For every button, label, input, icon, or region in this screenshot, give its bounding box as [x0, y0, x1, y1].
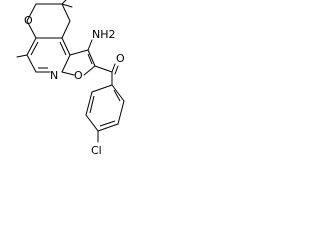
bond-ph-2 [117, 100, 125, 125]
methyl-bond-3 [16, 54, 28, 58]
bond-pyr-inner-3 [59, 41, 67, 56]
bond-co-1 [111, 63, 116, 73]
bond-ph-inner-3 [89, 95, 95, 114]
bond-amino [87, 39, 93, 51]
bond-furan-inner [87, 53, 93, 65]
bond-ph-6 [91, 84, 113, 93]
pyran-ring [26, 0, 73, 39]
bond-pyran-left-upper [26, 3, 37, 22]
furan-oxygen-label: O [74, 69, 83, 82]
bond-ph-5 [85, 91, 93, 116]
bond-furan-2 [87, 49, 96, 67]
bond-pyran-right-lower [61, 20, 71, 39]
bond-ph-4 [85, 114, 99, 132]
bond-ph-inner-2 [99, 120, 116, 127]
bond-furan-3 [83, 65, 96, 76]
amino-label: NH2 [92, 28, 116, 41]
bond-furan-1 [69, 49, 89, 56]
bond-co-2 [114, 65, 119, 75]
carbonyl-oxygen-label: O [116, 52, 125, 65]
bond-pyran-left-lower [26, 20, 37, 39]
carbonyl-group [94, 63, 119, 86]
bond-pyr-5 [61, 37, 71, 56]
structure-diagram: O NH2 N O O Cl [16, 0, 125, 157]
bond-furan-4 [61, 71, 75, 76]
ring-oxygen-label: O [24, 14, 33, 27]
bond-pyr-2 [26, 54, 37, 73]
chlorophenyl-ring [85, 84, 125, 143]
pyridine-nitrogen-label: N [50, 69, 58, 82]
bond-pyr-1 [26, 37, 37, 56]
furan-ring [61, 49, 96, 76]
bond-pyr-inner-1 [30, 41, 39, 56]
methyl-bond-2 [61, 3, 73, 8]
chemical-structure-figure: O NH2 N O O Cl [0, 0, 129, 167]
pyridine-ring [16, 37, 71, 73]
bond-pyr-4 [61, 54, 71, 73]
bond-ph-1 [111, 84, 125, 102]
methyl-bond-1 [61, 0, 67, 5]
bond-pyran-right-upper [61, 3, 71, 22]
bond-carbonyl-ring [94, 65, 113, 73]
chlorine-label: Cl [91, 144, 102, 157]
bond-ph-3 [97, 123, 119, 132]
bond-ph-inner-1 [113, 89, 121, 102]
